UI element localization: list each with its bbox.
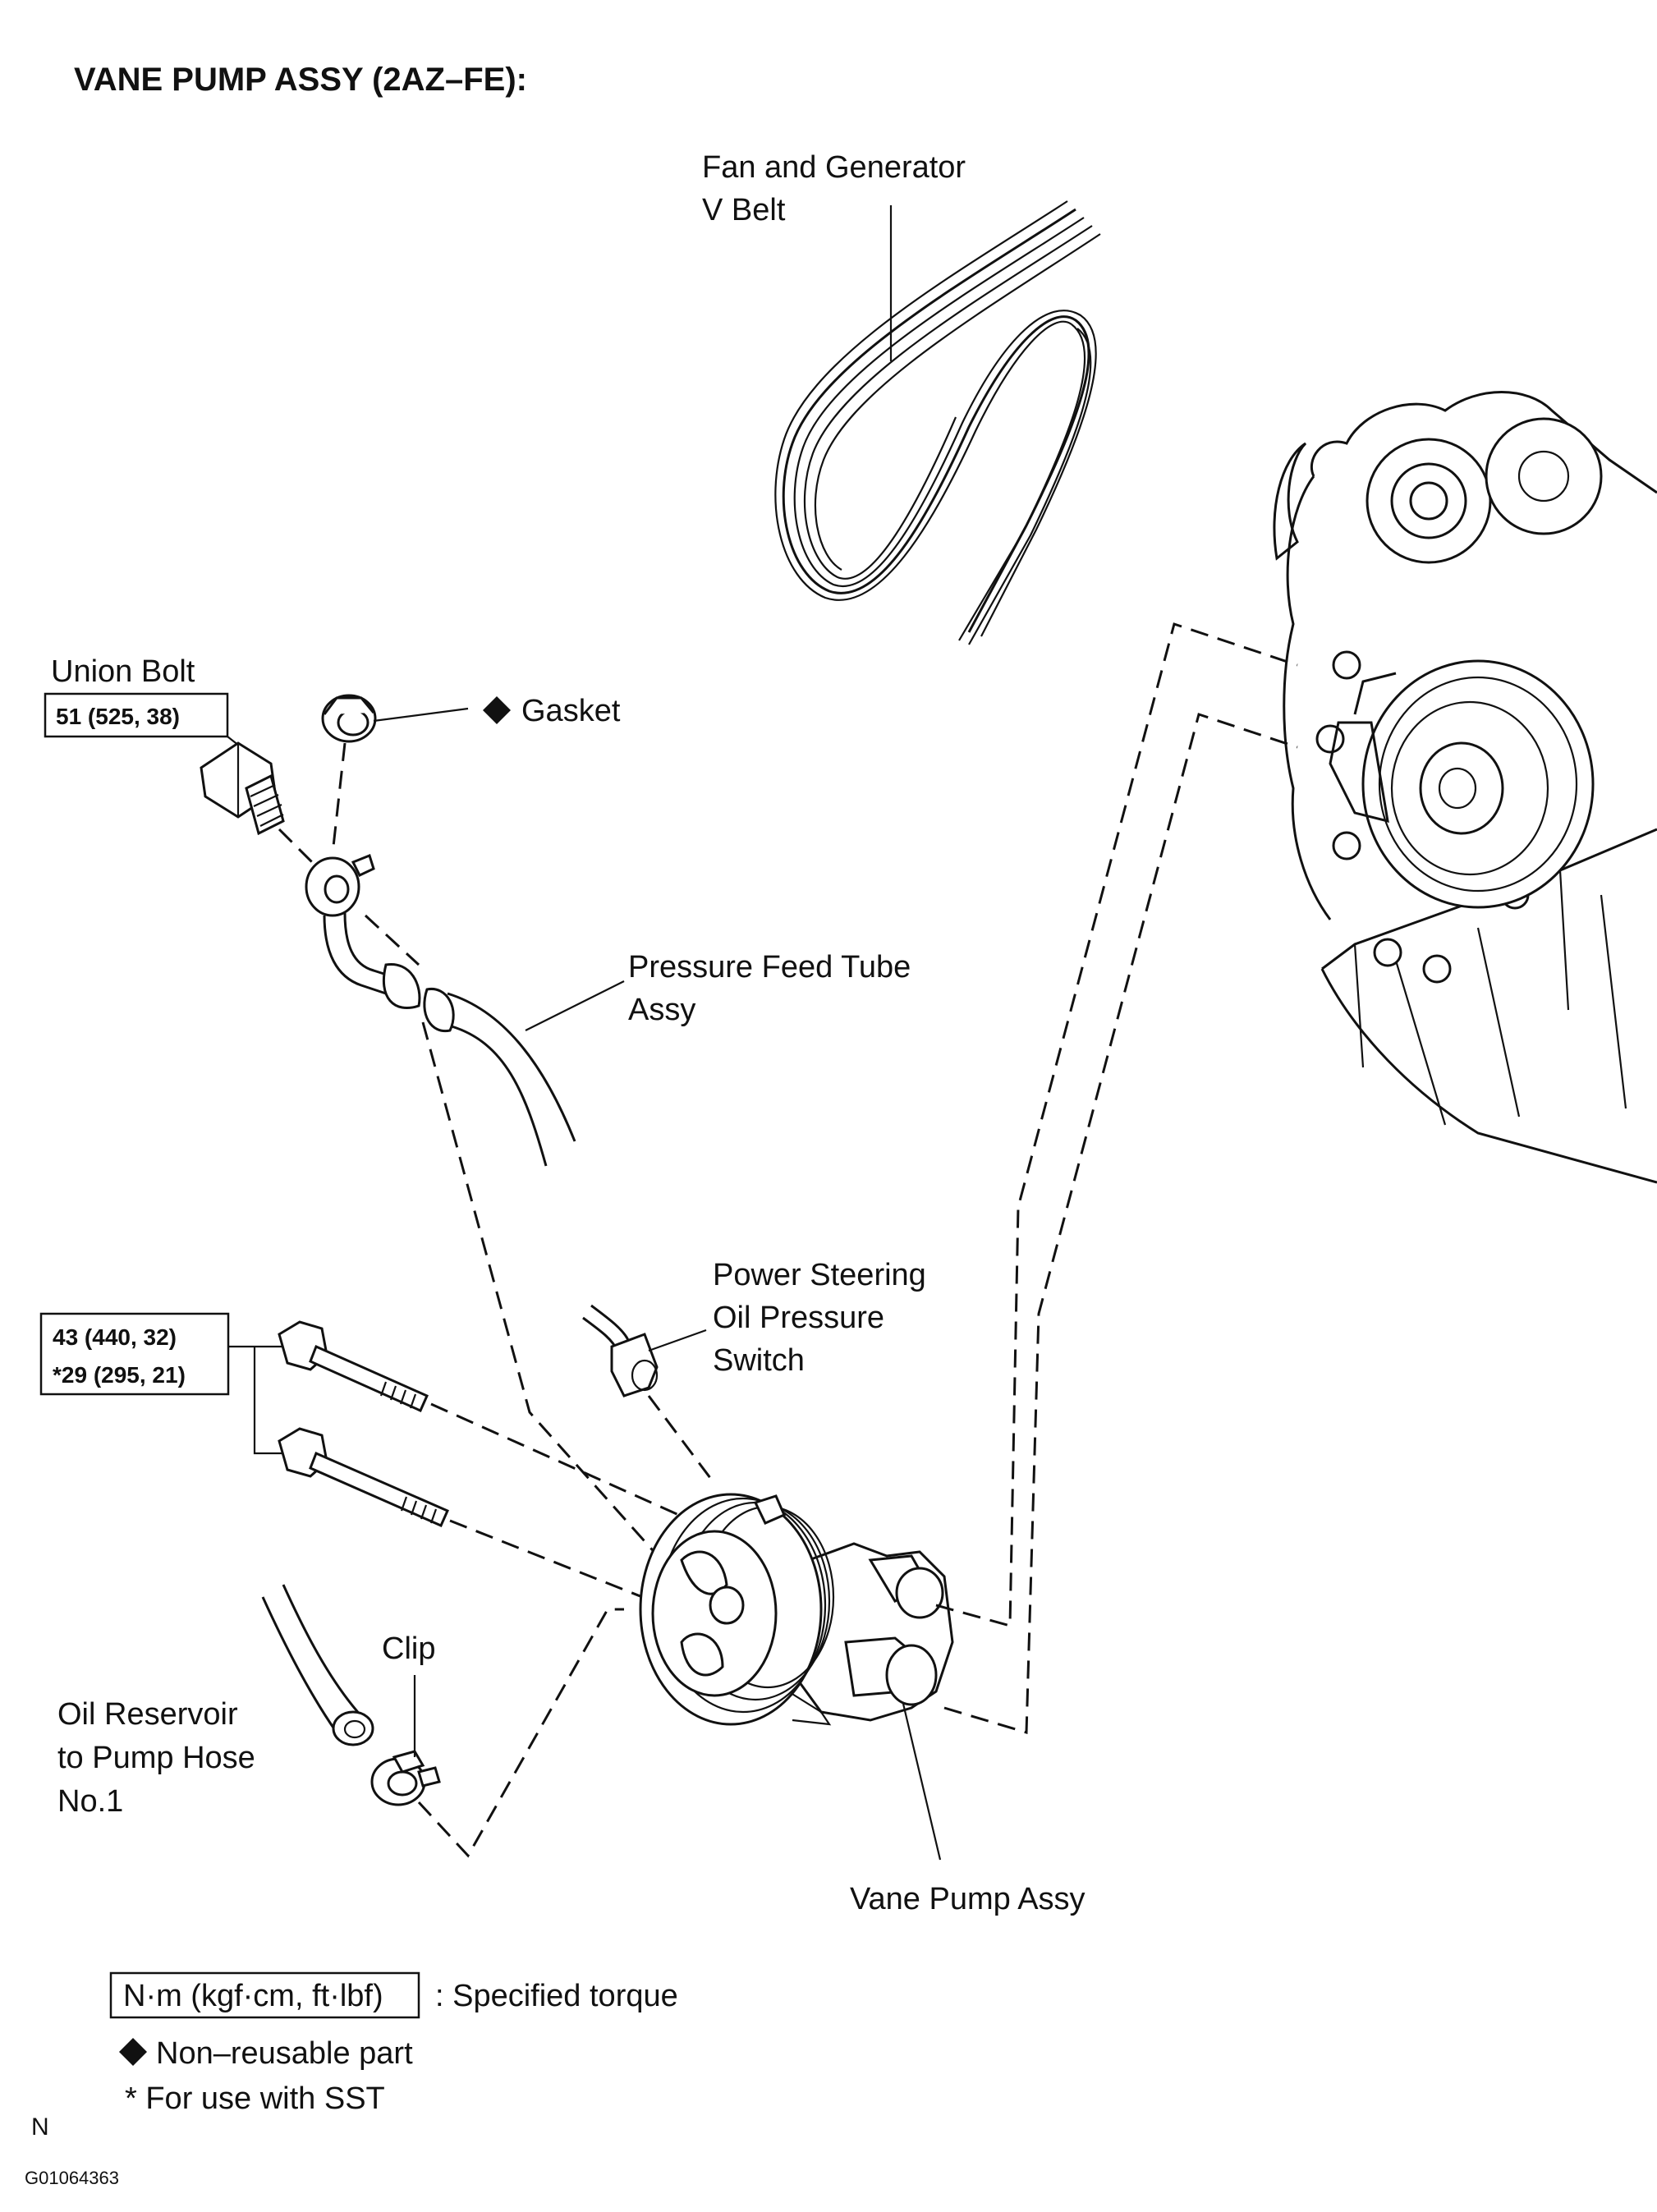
switch-leader	[648, 1329, 707, 1352]
gasket-nonreusable-icon	[483, 696, 511, 724]
mount-bolt-upper	[278, 1320, 429, 1412]
lower-bolt-dashline	[449, 1519, 674, 1611]
mount-bolt-torque-box	[39, 1312, 230, 1396]
mount-bolt-torque-1: 43 (440, 32)	[53, 1324, 177, 1350]
tube-to-fitting-dashline	[364, 914, 420, 966]
oil-pressure-switch	[582, 1304, 659, 1397]
switch-label-line2: Oil Pressure	[713, 1301, 884, 1335]
hose-label-line3: No.1	[57, 1784, 123, 1819]
switch-dashline	[647, 1395, 712, 1479]
legend-torque-box	[109, 1971, 420, 2019]
oil-reservoir-hose	[261, 1584, 374, 1746]
pump-lower-dashline	[943, 713, 1298, 1734]
vane-pump-leader	[902, 1703, 942, 1861]
upper-bolt-dashline	[430, 1402, 707, 1529]
figure-code: G01064363	[25, 2168, 119, 2188]
mount-bolt-lower	[278, 1427, 449, 1527]
union-bolt-torque-box	[44, 692, 229, 738]
gasket-dashline	[331, 742, 347, 855]
union-bolt	[200, 741, 285, 836]
vane-pump-label: Vane Pump Assy	[850, 1882, 1086, 1916]
gasket-label: Gasket	[521, 694, 621, 728]
clip	[370, 1750, 441, 1806]
hose-label-line2: to Pump Hose	[57, 1741, 255, 1775]
legend-torque-unit: N·m (kgf·cm, ft·lbf)	[123, 1979, 383, 2013]
union-bolt-label: Union Bolt	[51, 654, 195, 689]
tube-to-pump-dashline	[421, 1021, 700, 1602]
pressure-feed-label-line2: Assy	[628, 993, 695, 1027]
hose-label-line1: Oil Reservoir	[57, 1697, 238, 1732]
fan-belt-label-line2: V Belt	[702, 193, 786, 227]
vane-pump-assy	[639, 1493, 954, 1726]
union-bolt-torque: 51 (525, 38)	[56, 704, 180, 729]
legend-nonreusable: Non–reusable part	[156, 2036, 413, 2071]
pressure-feed-tube	[305, 854, 576, 1167]
pump-upper-dashline	[935, 622, 1298, 1627]
pressure-feed-leader	[525, 980, 625, 1031]
union-bolt-dashline	[278, 828, 314, 864]
fan-generator-v-belt	[774, 200, 1101, 645]
clip-dashline	[417, 1608, 624, 1858]
mount-bolt-leaders	[228, 1345, 283, 1455]
engine-bracket	[1273, 391, 1657, 1184]
switch-label-line3: Switch	[713, 1343, 805, 1378]
legend-torque-desc: : Specified torque	[435, 1979, 678, 2013]
fan-belt-label-line1: Fan and Generator	[702, 150, 966, 185]
gasket	[321, 694, 377, 743]
page-title: VANE PUMP ASSY (2AZ–FE):	[74, 62, 527, 98]
mount-bolt-torque-2: *29 (295, 21)	[53, 1362, 186, 1388]
installed-pump-pulley	[1329, 659, 1595, 909]
clip-label: Clip	[382, 1631, 435, 1666]
legend-black-diamond-icon	[119, 2038, 147, 2066]
orientation-mark: N	[31, 2113, 49, 2141]
gasket-leader	[373, 707, 469, 723]
legend-sst: * For use with SST	[125, 2081, 385, 2116]
pressure-feed-label-line1: Pressure Feed Tube	[628, 950, 911, 984]
switch-label-line1: Power Steering	[713, 1258, 926, 1292]
